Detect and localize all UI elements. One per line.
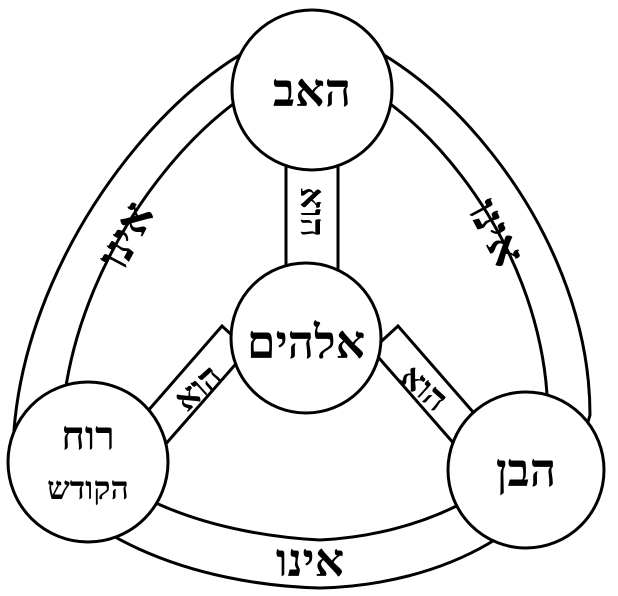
node-bottom-right: הבן xyxy=(446,390,606,550)
link-label-outer-bottom: אינו xyxy=(276,533,344,587)
outer-band-outer-edge xyxy=(12,26,592,590)
outer-band-inner-edge xyxy=(60,64,550,542)
node-center-label: אלהים xyxy=(247,315,365,369)
outer-band xyxy=(12,26,592,590)
link-label-center-top: הוא xyxy=(292,187,332,237)
node-top: האב xyxy=(230,8,394,172)
node-bottom-left: רוח הקודש xyxy=(6,380,170,544)
node-bottom-left-label-line2: הקודש xyxy=(47,469,129,507)
node-center: אלהים xyxy=(229,261,383,415)
link-label-outer-left: אינו xyxy=(85,192,165,278)
node-bottom-right-label: הבן xyxy=(496,443,556,497)
node-bottom-left-label-line1: רוח xyxy=(61,413,115,460)
node-top-label: האב xyxy=(273,63,351,117)
